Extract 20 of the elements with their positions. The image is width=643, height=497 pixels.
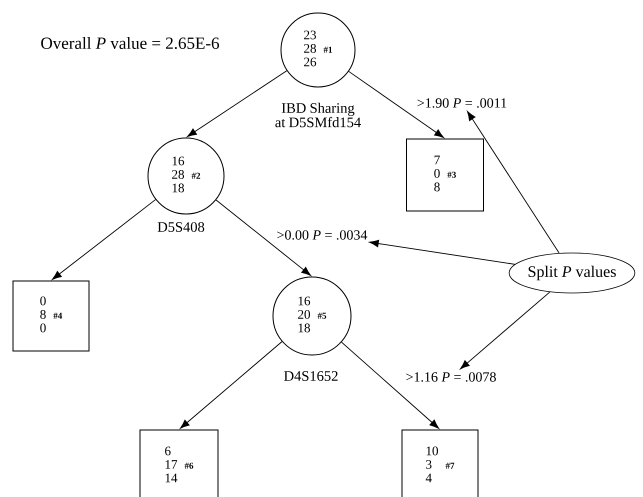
arrow: [348, 70, 444, 138]
overall-p-value: Overall P value = 2.65E-6: [41, 36, 220, 49]
leaf-box: 10 3 #7 4: [402, 430, 478, 497]
marker-label: IBD Sharing at D5SMfd154: [275, 102, 361, 128]
marker-label: D4S1652: [284, 371, 338, 381]
leaf-box: 0 8 #4 0: [12, 280, 90, 352]
p-value-text: >1.16 P = .0078: [406, 372, 496, 382]
p-value-text: >1.90 P = .0011: [418, 98, 506, 108]
arrow: [460, 292, 550, 370]
arrow: [180, 341, 282, 429]
leaf-box: 6 17 #6 14: [140, 430, 218, 497]
arrow: [52, 199, 156, 280]
p-value-text: >0.00 P = .0034: [277, 230, 368, 240]
arrow: [467, 111, 560, 254]
arrow: [216, 200, 311, 276]
marker-label: D5S408: [158, 222, 204, 232]
leaf-box: 7 0 #3 8: [406, 138, 484, 212]
arrow: [341, 342, 440, 429]
arrow: [187, 70, 288, 137]
arrow: [369, 240, 516, 265]
